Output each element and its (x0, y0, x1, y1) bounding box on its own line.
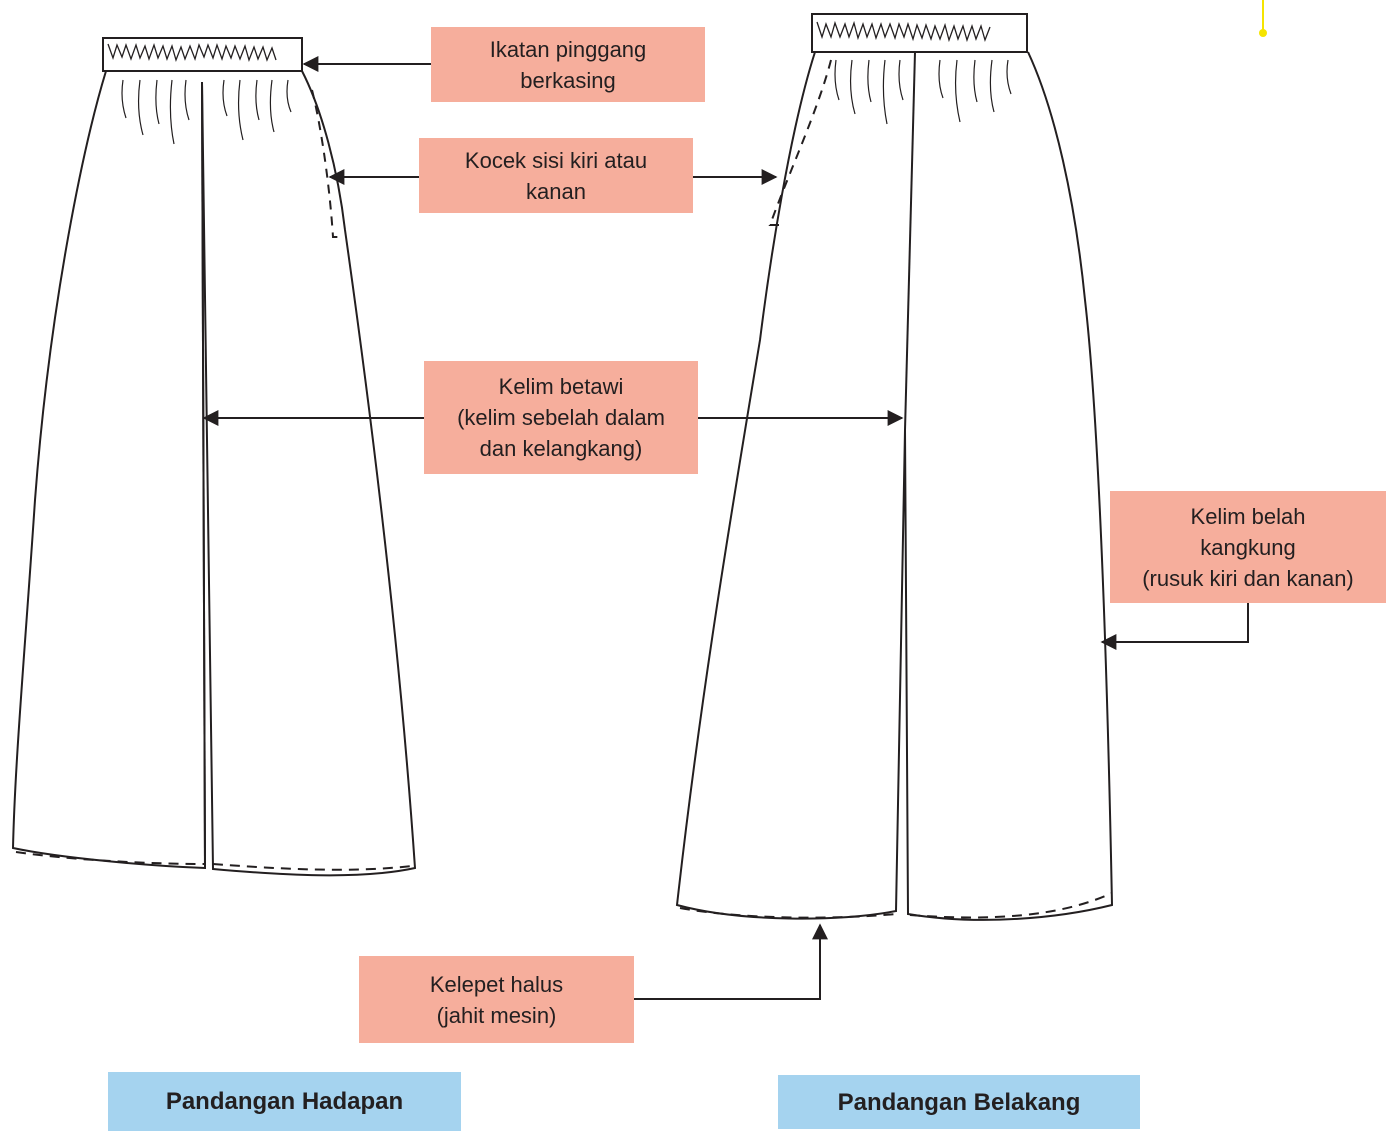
marker-pin (1259, 0, 1267, 37)
back-center-seam (904, 51, 916, 431)
label-fine-flap: Kelepet halus (jahit mesin) (359, 956, 634, 1043)
label-side-pocket: Kocek sisi kiri atau kanan (419, 138, 693, 213)
label-waistband: Ikatan pinggang berkasing (431, 27, 705, 102)
front-outline (11, 70, 417, 877)
back-pocket-line (768, 59, 832, 226)
back-pleats (834, 59, 1012, 125)
front-waistband (102, 37, 303, 72)
front-center-seam (201, 81, 206, 869)
view-title-back: Pandangan Belakang (778, 1075, 1140, 1129)
arrow-split-hem (1100, 602, 1249, 650)
back-waistband (811, 13, 1028, 53)
arrow-fine-flap (634, 923, 828, 1000)
front-hem-stitch-right (212, 863, 413, 871)
front-hem-stitch-left (15, 851, 206, 865)
front-pants (11, 37, 417, 877)
back-hem-stitch-right (909, 892, 1113, 919)
view-title-front: Pandangan Hadapan (108, 1072, 461, 1131)
callout-arrows (202, 56, 1249, 1000)
back-hem-stitch-left (679, 907, 897, 919)
back-outline (675, 51, 1114, 921)
front-pocket-line (311, 89, 344, 238)
back-waistband-gathers (816, 20, 991, 43)
front-pleats (121, 79, 292, 145)
label-split-hem: Kelim belah kangkung (rusuk kiri dan kan… (1110, 491, 1386, 603)
back-pants (675, 13, 1114, 921)
front-waistband-gathers (107, 42, 277, 63)
label-betawi-hem: Kelim betawi (kelim sebelah dalam dan ke… (424, 361, 698, 474)
